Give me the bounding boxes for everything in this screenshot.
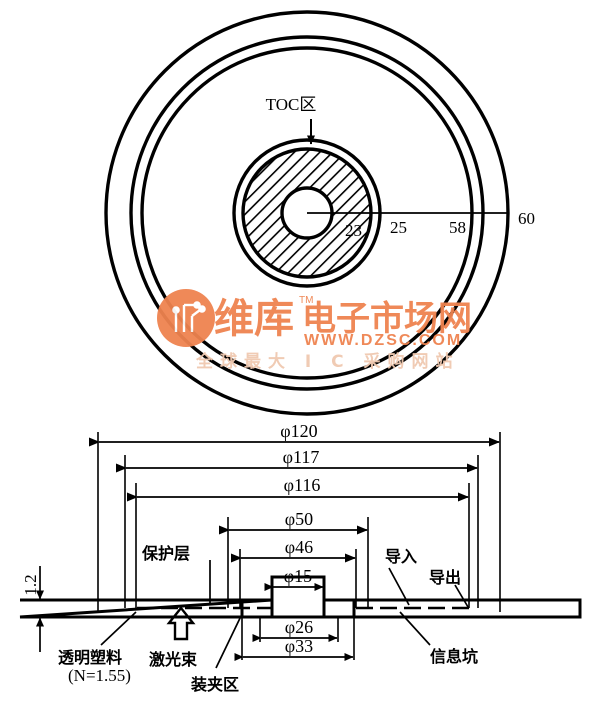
toc-area-label: TOC区 (266, 95, 317, 114)
radial-dim-25: 25 (390, 218, 407, 237)
dimension-label-thickness: 1.2 (21, 574, 40, 595)
callout-label-transparent-plastic: 透明塑料 (58, 648, 122, 667)
cross-section-view: φ120 φ117 φ116 φ50 φ46 φ15 φ26 (19, 421, 582, 694)
dimension-d46: φ46 (231, 537, 356, 563)
callout-label-lead-out: 导出 (429, 568, 461, 587)
dimension-label-d120: φ120 (280, 421, 317, 441)
dimension-d116: φ116 (127, 475, 469, 502)
callout-lead-in: 导入 (385, 547, 417, 606)
callout-label-refractive-index: (N=1.55) (68, 666, 131, 685)
top-view-disc: 23 25 58 60 TOC区 (104, 10, 535, 416)
callout-protective-layer: 保护层 (141, 544, 211, 604)
radial-dim-23: 23 (345, 221, 362, 240)
disc-body-profile (19, 575, 582, 619)
dimension-label-d117: φ117 (283, 447, 320, 467)
callout-transparent-plastic: 透明塑料 (N=1.55) (58, 611, 137, 685)
watermark-brand-cn: 维库 (214, 296, 294, 342)
watermark-trademark: TM (299, 295, 313, 306)
watermark-url: WWW.DZSC.COM (304, 332, 462, 349)
callout-lead-out: 导出 (429, 568, 469, 608)
laser-beam-arrow-icon (166, 606, 196, 641)
callout-laser-beam: 激光束 (149, 606, 198, 669)
watermark-brand-cn2: 电子市场网 (302, 299, 472, 339)
dimension-label-d116: φ116 (284, 475, 321, 495)
watermark: 维库 电子市场网 TM WWW.DZSC.COM 全球最大 I C 采购网站 (157, 289, 472, 372)
watermark-tagline: 全球最大 I C 采购网站 (195, 351, 460, 372)
dimension-d50: φ50 (219, 509, 368, 535)
callout-label-protective-layer: 保护层 (141, 544, 190, 563)
radial-dim-58: 58 (449, 218, 466, 237)
callout-label-information-pit: 信息坑 (430, 647, 478, 666)
dimension-d26: φ26 (252, 617, 338, 642)
callout-label-laser-beam: 激光束 (149, 650, 198, 669)
dimension-label-d50: φ50 (285, 509, 313, 529)
callout-label-clamping-zone: 装夹区 (190, 675, 239, 694)
watermark-logo-circle (157, 289, 215, 347)
radial-dim-60: 60 (518, 209, 535, 228)
dimension-d120: φ120 (89, 421, 500, 447)
callout-label-lead-in: 导入 (385, 547, 417, 566)
extension-lines (97, 432, 501, 660)
dimension-label-d33: φ33 (285, 636, 313, 656)
dimension-d33: φ33 (234, 636, 354, 661)
dimension-label-d26: φ26 (285, 617, 313, 637)
dimension-d117: φ117 (116, 447, 478, 473)
callout-information-pit: 信息坑 (399, 611, 478, 666)
callout-clamping-zone: 装夹区 (190, 613, 243, 694)
watermark-circuit-icon (172, 301, 206, 332)
dimension-label-d46: φ46 (285, 537, 313, 557)
